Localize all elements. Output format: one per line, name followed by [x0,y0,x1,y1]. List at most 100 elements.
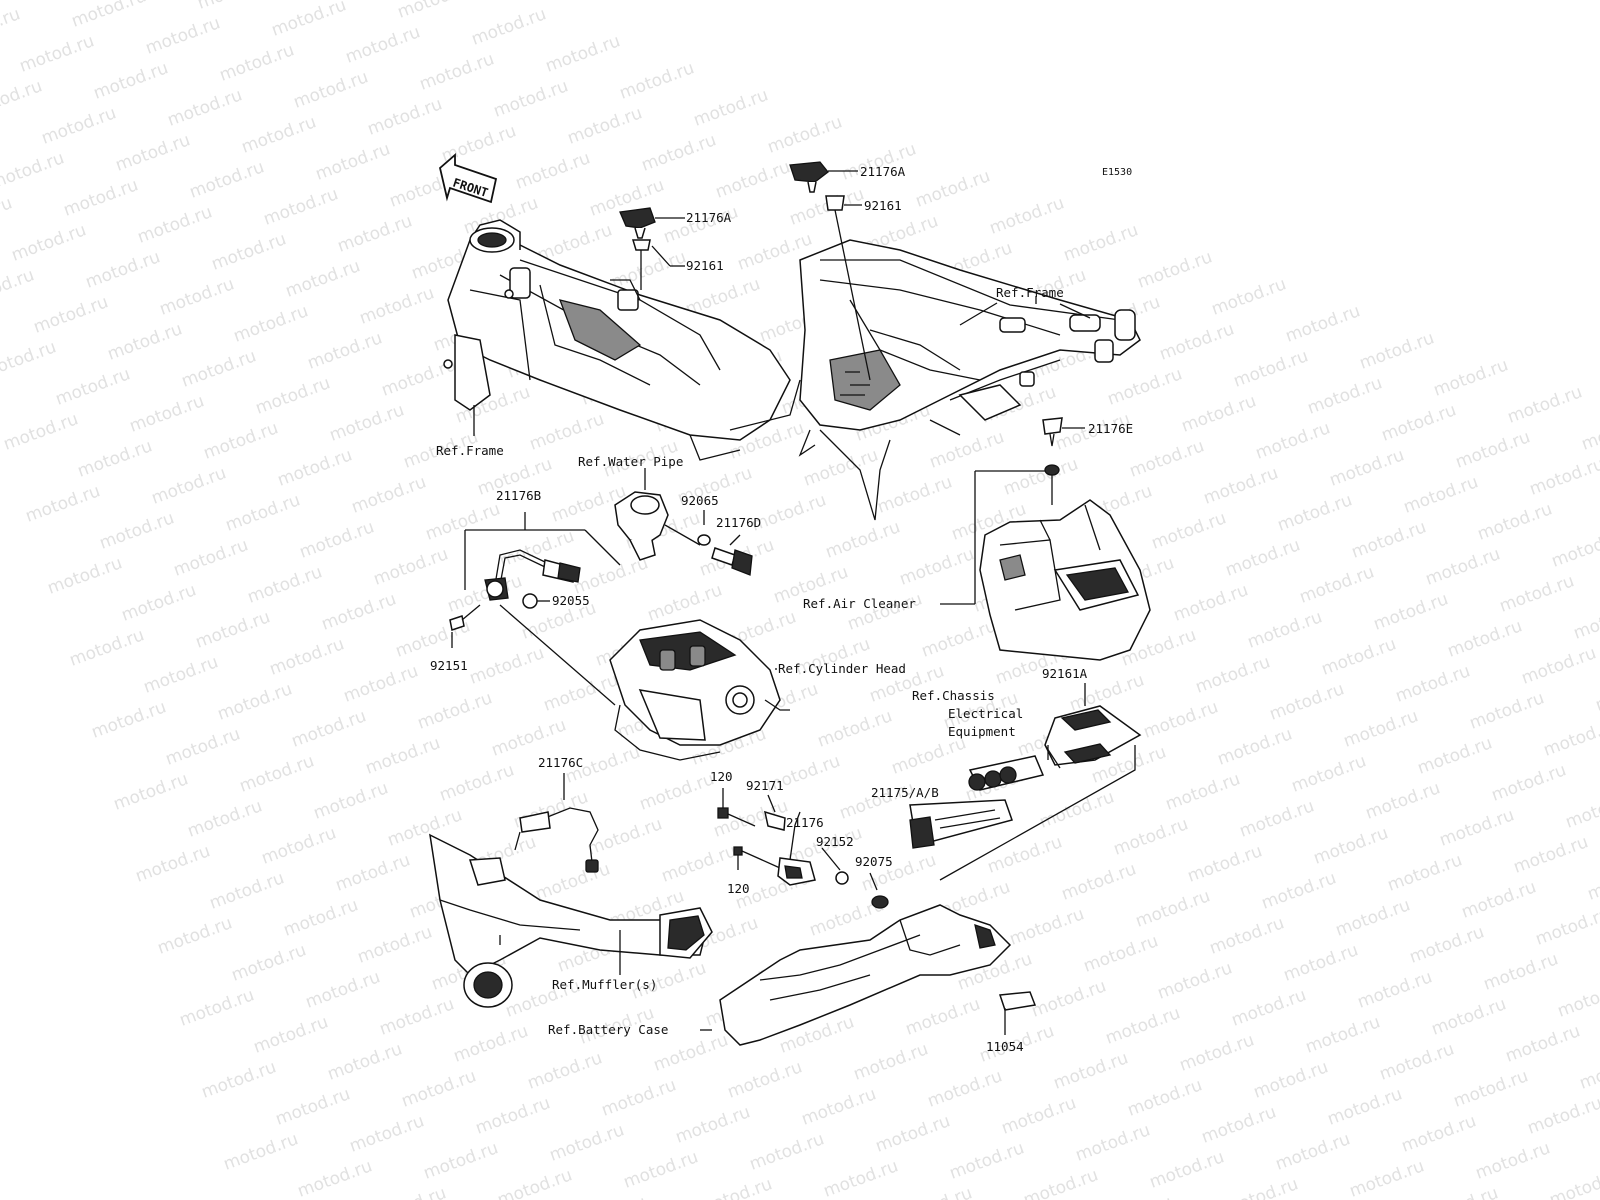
label-ref-water-pipe: Ref.Water Pipe [578,454,683,469]
watermark-text: motod.ru [1473,1138,1553,1183]
watermark-text: motod.ru [691,85,771,130]
watermark-text: motod.ru [363,733,443,778]
watermark-text: motod.ru [385,805,465,850]
cylinder-head-illustration [609,619,790,761]
watermark-text: motod.ru [97,508,177,553]
watermark-text: motod.ru [1549,526,1600,571]
watermark-text: motod.ru [273,1084,353,1129]
watermark-text: motod.ru [207,868,287,913]
watermark-text: motod.ru [111,769,191,814]
watermark-text: motod.ru [113,130,193,175]
watermark-text: motod.ru [1355,967,1435,1012]
watermark-text: motod.ru [209,229,289,274]
watermark-text: motod.ru [1223,535,1303,580]
watermark-text: motod.ru [281,895,361,940]
watermark-text: motod.ru [1281,940,1361,985]
watermark-text: motod.ru [1497,571,1577,616]
watermark-text: motod.ru [9,220,89,265]
watermark-text: motod.ru [1149,508,1229,553]
label-92161-right: 92161 [864,198,902,213]
watermark-text: motod.ru [1579,409,1600,454]
watermark-text: motod.ru [651,1030,731,1075]
watermark-text: motod.ru [1503,1021,1583,1066]
watermark-text: motod.ru [621,1147,701,1192]
watermark-text: motod.ru [0,4,23,49]
watermark-text: motod.ru [1525,1093,1600,1138]
watermark-text: motod.ru [815,706,895,751]
watermark-text: motod.ru [127,391,207,436]
frame-right-illustration [798,239,1141,521]
watermark-text: motod.ru [565,103,645,148]
watermark-text: motod.ru [187,157,267,202]
watermark-text: motod.ru [1585,859,1600,904]
watermark-text: motod.ru [1593,670,1600,715]
watermark-text: motod.ru [1245,607,1325,652]
watermark-text: motod.ru [1193,652,1273,697]
watermark-text: motod.ru [1207,913,1287,958]
watermark-text: motod.ru [1147,1147,1227,1192]
watermark-text: motod.ru [1007,904,1087,949]
watermark-text: motod.ru [673,1102,753,1147]
watermark-text: motod.ru [639,130,719,175]
watermark-text: motod.ru [637,769,717,814]
leader-lines [959,302,1091,326]
watermark-text: motod.ru [1555,976,1600,1021]
watermark-text: motod.ru [1221,1174,1301,1200]
watermark-text: motod.ru [289,706,369,751]
watermark-text: motod.ru [195,0,275,14]
watermark-text: motod.ru [39,103,119,148]
watermark-text: motod.ru [541,670,621,715]
label-92075: 92075 [855,854,893,869]
watermark-text: motod.ru [1111,814,1191,859]
watermark-text: motod.ru [1283,301,1363,346]
part-21176B [449,512,621,706]
watermark-text: motod.ru [437,760,517,805]
watermark-text: motod.ru [1333,895,1413,940]
watermark-text: motod.ru [421,1138,501,1183]
watermark-text: motod.ru [377,994,457,1039]
watermark-text: motod.ru [1157,319,1237,364]
watermark-text: motod.ru [199,1057,279,1102]
label-92151: 92151 [430,658,468,673]
label-ref-frame-right: Ref.Frame [996,285,1064,300]
watermark-text: motod.ru [451,1021,531,1066]
watermark-text: motod.ru [821,1156,901,1200]
watermark-text: motod.ru [925,1066,1005,1111]
watermark-text: motod.ru [873,1111,953,1156]
ecu-bracket-illustration [909,683,1142,881]
watermark-text: motod.ru [1141,697,1221,742]
watermark-text: motod.ru [947,1138,1027,1183]
watermark-text: motod.ru [423,499,503,544]
watermark-text: motod.ru [513,148,593,193]
watermark-text: motod.ru [987,193,1067,238]
watermark-text: motod.ru [1237,796,1317,841]
watermark-text: motod.ru [1125,1075,1205,1120]
watermark-text: motod.ru [1385,850,1465,895]
watermark-text: motod.ru [23,481,103,526]
watermark-text: motod.ru [1021,1165,1101,1200]
watermark-text: motod.ru [547,1120,627,1165]
watermark-text: motod.ru [799,1084,879,1129]
label-21176A-right: 21176A [860,164,906,179]
watermark-text: motod.ru [599,1075,679,1120]
watermark-text: motod.ru [143,13,223,58]
watermark-text: motod.ru [1,409,81,454]
watermark-text: motod.ru [185,796,265,841]
watermark-text: motod.ru [897,544,977,589]
watermark-text: motod.ru [765,112,845,157]
watermark-text: motod.ru [1163,769,1243,814]
watermark-text: motod.ru [221,1129,301,1174]
watermark-text: motod.ru [1325,1084,1405,1129]
label-92171: 92171 [746,778,784,793]
watermark-text: motod.ru [1393,661,1473,706]
watermark-text: motod.ru [695,1174,775,1200]
watermark-text: motod.ru [335,211,415,256]
watermark-text: motod.ru [1467,688,1547,733]
watermark-text: motod.ru [251,1012,331,1057]
label-21176C: 21176C [538,755,583,770]
watermark-text: motod.ru [357,283,437,328]
label-92161-left: 92161 [686,258,724,273]
watermark-text: motod.ru [469,4,549,49]
watermark-text: motod.ru [67,625,147,670]
